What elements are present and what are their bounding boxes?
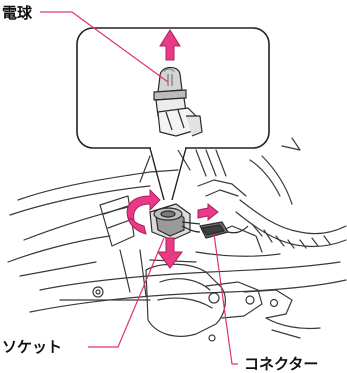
- bulb-leader-line: [40, 11, 169, 83]
- bulb-label: 電球: [2, 4, 33, 22]
- leader-lines: [40, 11, 238, 365]
- socket-assembly: [149, 203, 201, 241]
- rotate-arrow-icon: [126, 188, 161, 235]
- socket-label: ソケット: [2, 338, 63, 356]
- connector-label: コネクター: [244, 355, 319, 373]
- connector-leader-line: [213, 233, 238, 365]
- bulb-illustration: [153, 66, 203, 137]
- arrow-down-icon: [157, 237, 183, 269]
- engine-bay-line-art: [7, 137, 347, 342]
- arrow-up-icon: [159, 29, 181, 61]
- connector-assembly: [199, 221, 249, 239]
- socket-leader-line: [88, 237, 165, 348]
- arrow-right-icon: [197, 202, 219, 222]
